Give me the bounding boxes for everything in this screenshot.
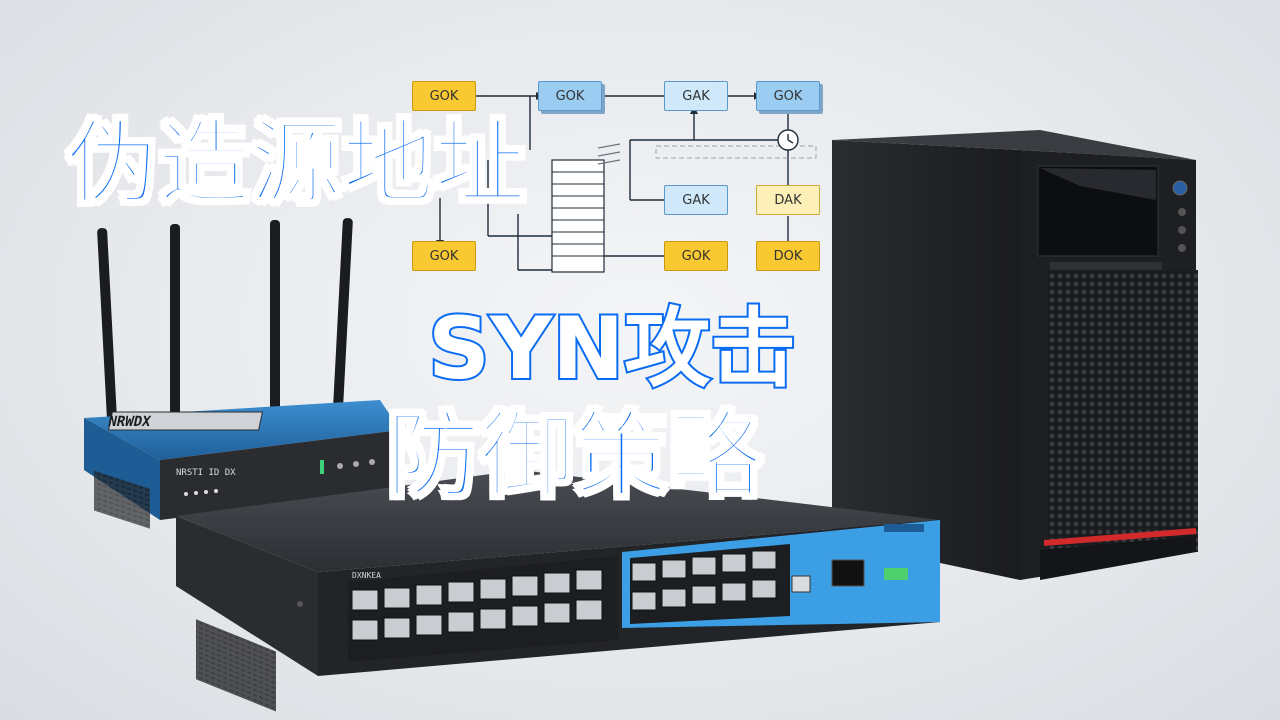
diagram-box: GOK [412,81,476,111]
diagram-box: GOK [756,81,820,111]
diagram-box: GAK [664,81,728,111]
diagram-box: GOK [538,81,602,111]
diagram-box: GOK [412,241,476,271]
router-front-label: NRSTI ID DX [176,468,236,478]
tower-pc [832,130,1198,580]
diagram-box: GAK [664,185,728,215]
headline-line-3: 防御策略 [384,402,763,511]
headline-line-2: SYN攻击 [426,299,798,399]
queue-stack-icon [551,159,605,273]
headline-line-1: 伪造源地址 [64,110,527,217]
diagram-box: GOK [664,241,728,271]
wifi-router: NRWDX NRSTI ID DX [84,218,400,529]
diagram-box: DAK [756,185,820,215]
router-top-label: NRWDX [107,414,153,430]
tower-red-stripe [1044,528,1196,546]
switch-brand-label: DXNKEA [352,571,381,580]
diagram-box: DOK [756,241,820,271]
network-switch: DXNKEA [176,470,940,712]
